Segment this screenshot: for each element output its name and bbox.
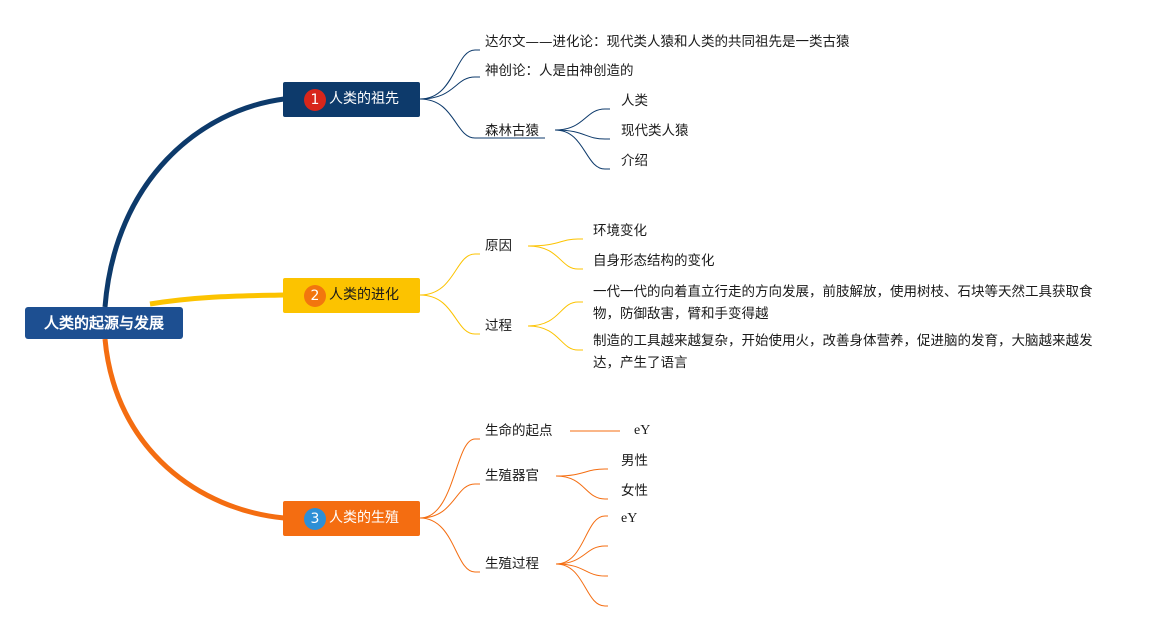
leaf-creationism[interactable]: 神创论：人是由神创造的 bbox=[485, 63, 634, 79]
leaf-reproductive-organs[interactable]: 生殖器官 bbox=[485, 468, 539, 484]
leaf-environment-change[interactable]: 环境变化 bbox=[593, 223, 647, 239]
branch-label: 人类的祖先 bbox=[329, 91, 399, 107]
leaf-ey-1[interactable]: eY bbox=[634, 423, 651, 438]
number-badge-icon: 2 bbox=[304, 284, 326, 307]
leaf-process[interactable]: 过程 bbox=[485, 318, 512, 334]
leaf-body-change[interactable]: 自身形态结构的变化 bbox=[593, 253, 715, 269]
leaf-tools-fire[interactable]: 制造的工具越来越复杂，开始使用火，改善身体营养，促进脑的发育，大脑越来越发达，产… bbox=[593, 333, 1093, 371]
number-badge-icon: 3 bbox=[304, 507, 326, 530]
leaf-upright-walking[interactable]: 一代一代的向着直立行走的方向发展，前肢解放，使用树枝、石块等天然工具获取食物，防… bbox=[593, 284, 1093, 322]
leaf-cause[interactable]: 原因 bbox=[485, 238, 512, 254]
leaf-introduction[interactable]: 介绍 bbox=[621, 153, 648, 169]
branch-label: 人类的生殖 bbox=[329, 510, 399, 526]
leaf-human[interactable]: 人类 bbox=[621, 93, 648, 109]
leaf-modern-ape[interactable]: 现代类人猿 bbox=[621, 123, 689, 139]
leaf-female[interactable]: 女性 bbox=[621, 483, 648, 499]
leaf-reproduction-process[interactable]: 生殖过程 bbox=[485, 556, 539, 572]
leaf-forest-ape[interactable]: 森林古猿 bbox=[485, 123, 539, 139]
branch-label: 人类的进化 bbox=[329, 287, 399, 303]
root-topic[interactable]: 人类的起源与发展 bbox=[25, 307, 183, 339]
branch-human-evolution[interactable]: 2 人类的进化 bbox=[283, 278, 420, 313]
branch-human-ancestors[interactable]: 1 人类的祖先 bbox=[283, 82, 420, 117]
branch-human-reproduction[interactable]: 3 人类的生殖 bbox=[283, 501, 420, 536]
leaf-darwin[interactable]: 达尔文——进化论：现代类人猿和人类的共同祖先是一类古猿 bbox=[485, 34, 850, 50]
leaf-male[interactable]: 男性 bbox=[621, 453, 648, 469]
leaf-ey-2[interactable]: eY bbox=[621, 511, 638, 526]
number-badge-icon: 1 bbox=[304, 88, 326, 111]
leaf-origin-of-life[interactable]: 生命的起点 bbox=[485, 423, 553, 439]
